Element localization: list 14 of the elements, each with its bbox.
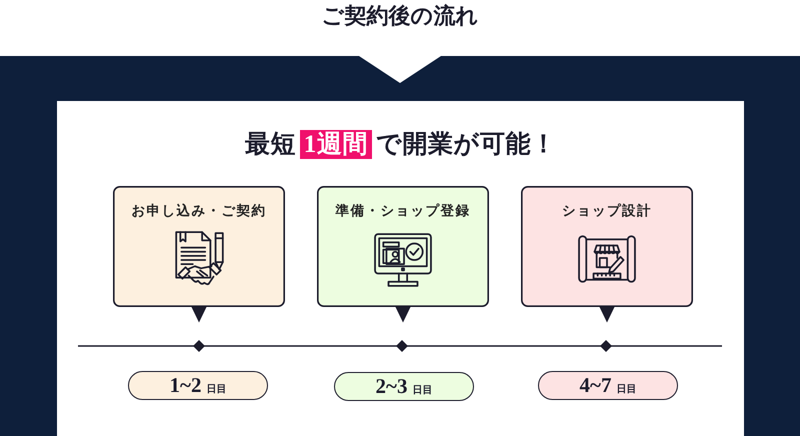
day-unit: 日目 [616, 383, 636, 396]
day-range: 2~3 [376, 374, 408, 398]
step-title: 準備・ショップ登録 [336, 202, 470, 220]
day-unit: 日目 [412, 384, 432, 397]
page-title: ご契約後の流れ [322, 2, 478, 30]
day-range-pill [334, 372, 474, 401]
step-title: お申し込み・ご契約 [132, 202, 266, 220]
day-range-pill [128, 371, 268, 400]
step-title: ショップ設計 [562, 202, 652, 220]
day-range-pill [538, 371, 678, 400]
day-range: 1~2 [170, 373, 202, 397]
day-range: 4~7 [580, 373, 612, 397]
content-card [57, 101, 744, 436]
day-unit: 日目 [206, 383, 226, 396]
